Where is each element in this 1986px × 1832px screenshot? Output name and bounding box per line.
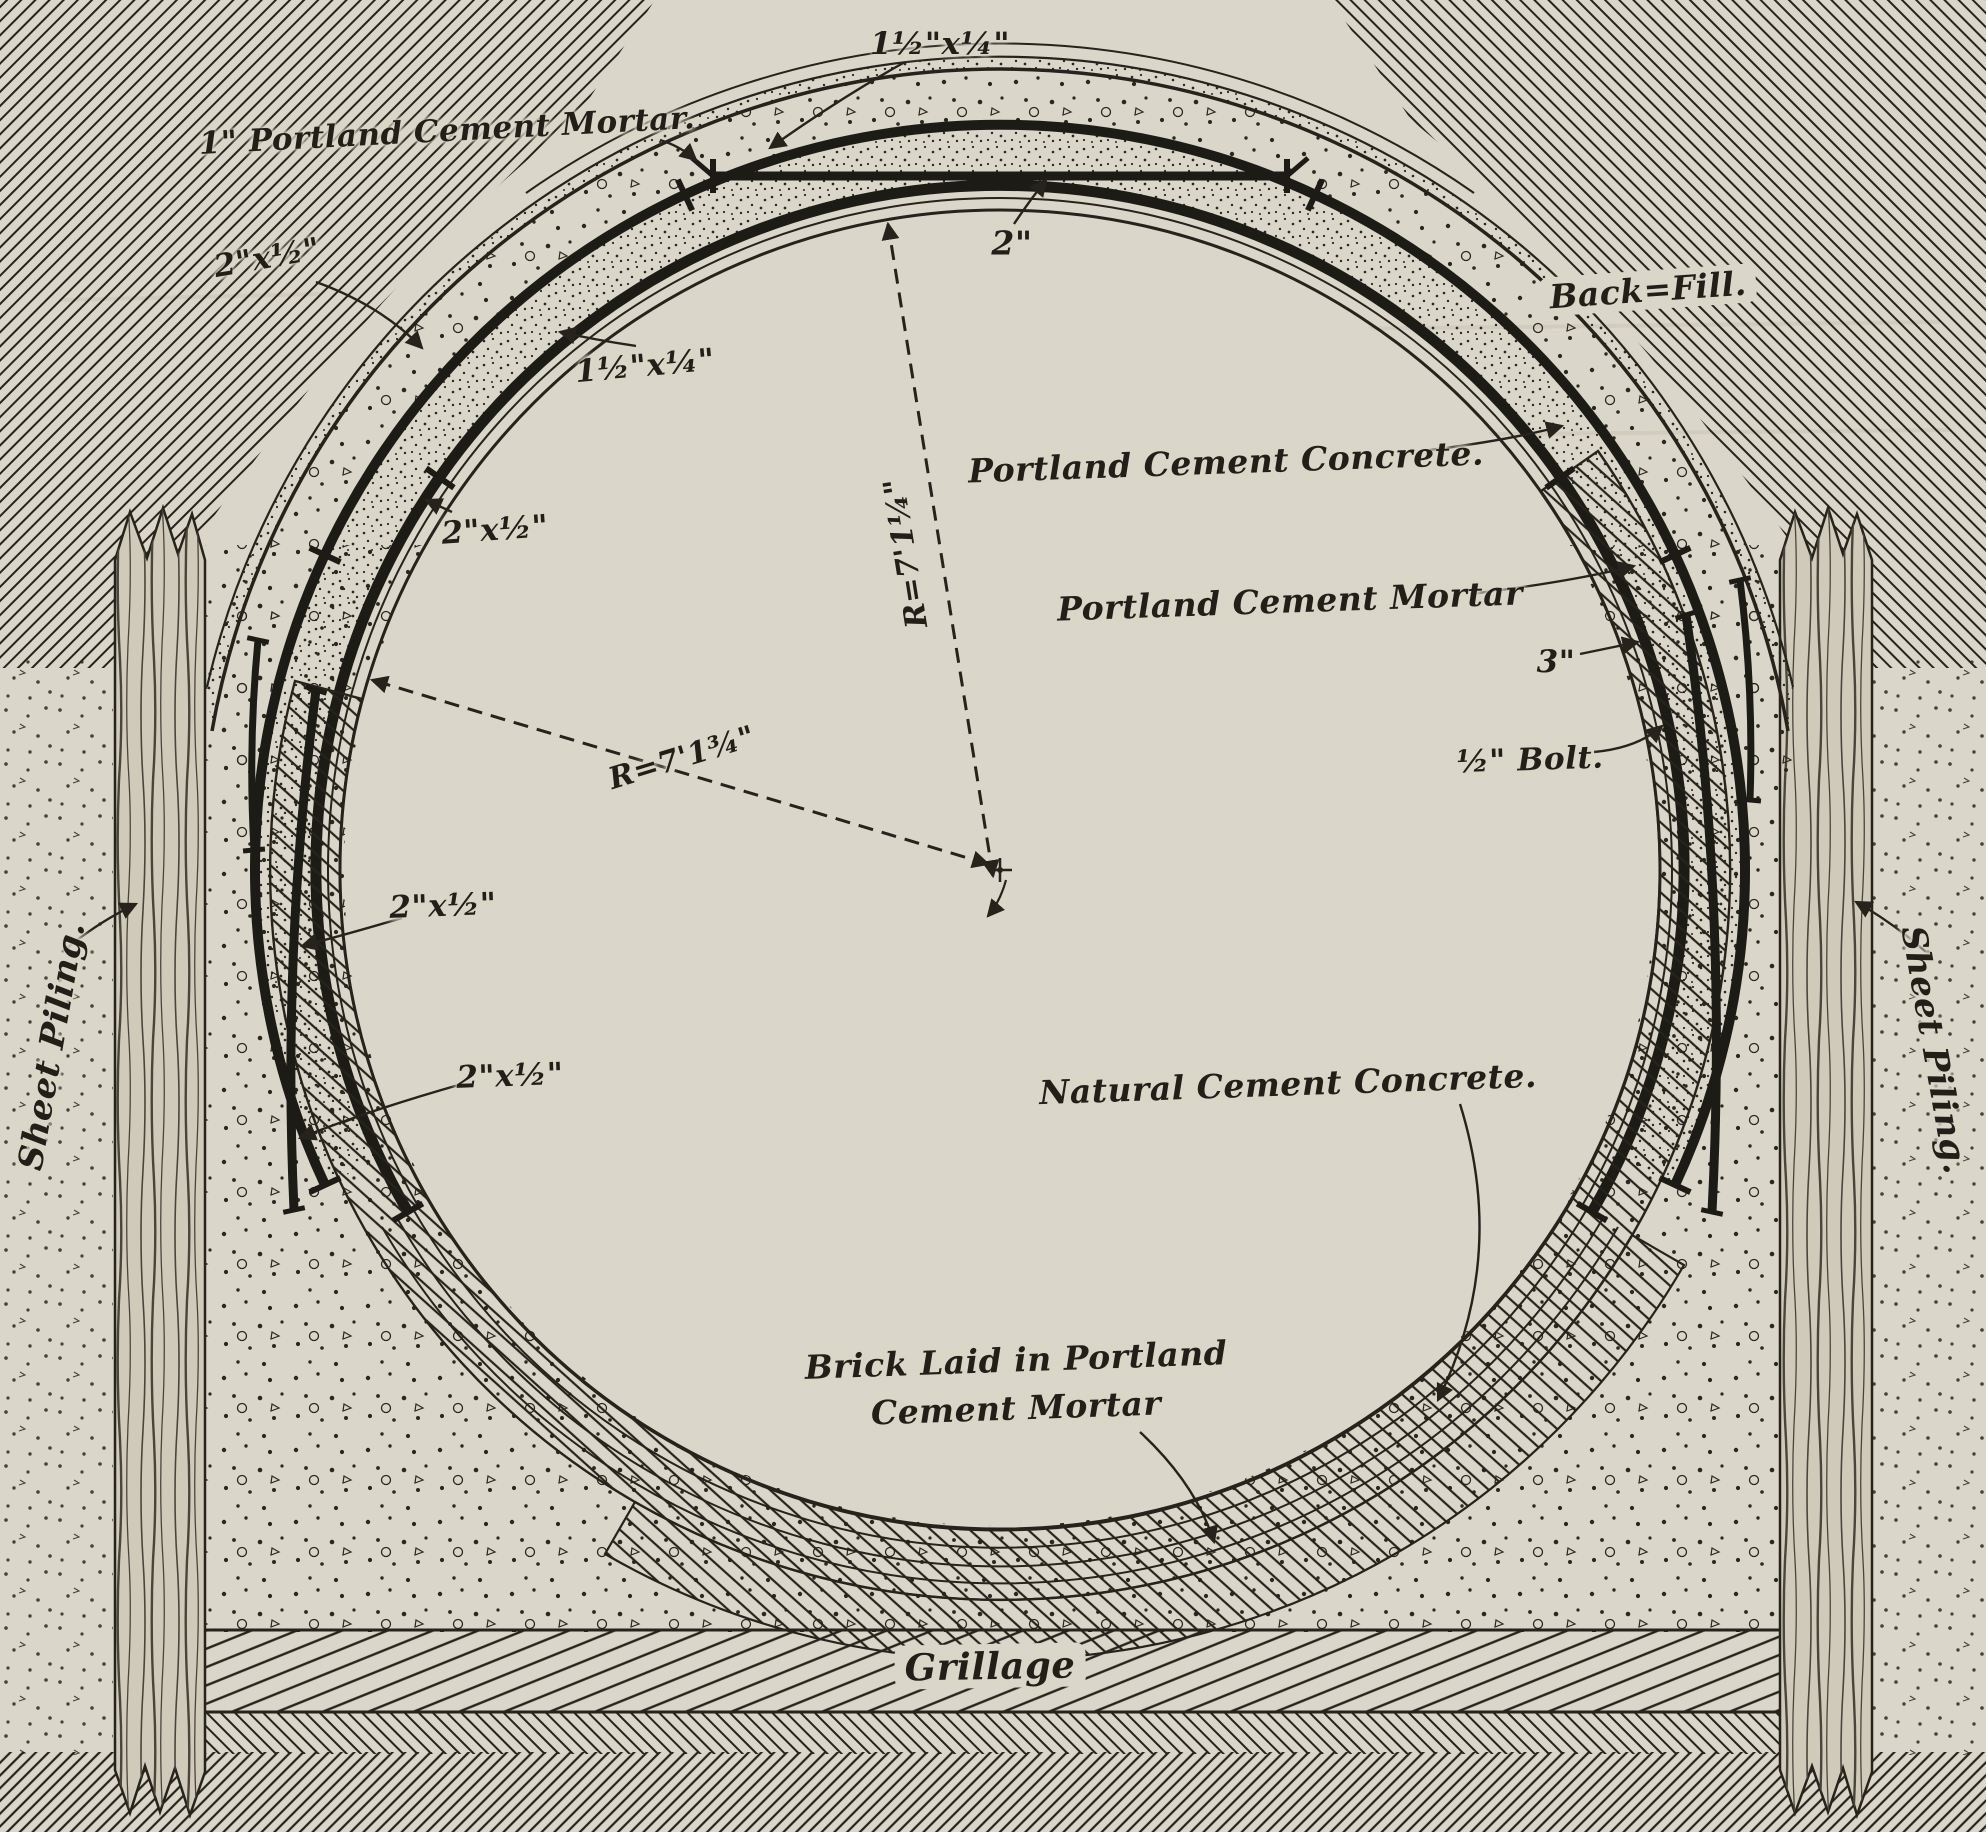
label-dim-apex: 1½"x¼" (869, 26, 1011, 62)
label-dim-3in: 3" (1536, 644, 1576, 680)
rib-flange-ticks (308, 159, 1692, 1224)
sheet-piling-right-timber (1778, 503, 1874, 1820)
arch-outline-arcs (205, 42, 1795, 732)
ground-bottom-band (0, 1752, 1986, 1832)
soil-strip-left (0, 660, 113, 1755)
leader-arrows (61, 60, 1927, 1545)
soil-strip-right (1873, 660, 1986, 1755)
label-dim-c: 2"x½" (440, 508, 550, 552)
soil-hatch-top-right (1331, 0, 1986, 668)
outer-steel-rib-arc (250, 119, 1750, 1188)
side-rib-left (248, 639, 321, 1211)
label-grillage: Grillage (894, 1642, 1086, 1690)
sheet-piling-left-timber (113, 503, 207, 1819)
label-bolt: ½" Bolt. (1455, 739, 1605, 781)
soil-hatch-top-left (0, 0, 655, 668)
label-dim-d: 2"x½" (388, 886, 498, 926)
radius-dashed-left (369, 675, 991, 869)
bolt-dots (1639, 632, 1670, 720)
label-dim-e: 2"x½" (455, 1056, 565, 1096)
side-rib-ticks (242, 575, 1762, 1217)
side-rib-right (1681, 579, 1755, 1213)
tunnel-inner-face (338, 208, 1662, 1532)
center-mark (986, 858, 1012, 918)
counter-hatch-band (205, 1712, 1780, 1754)
label-dim-2in: 2" (991, 223, 1033, 263)
